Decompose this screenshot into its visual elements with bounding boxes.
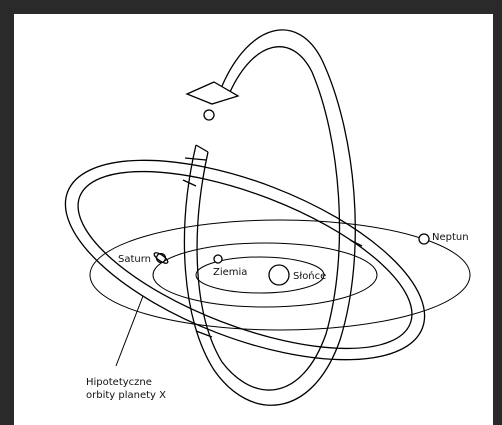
earth-symbol: [214, 255, 222, 263]
neptune-symbol: [419, 234, 429, 244]
tilted-orbit-band: [40, 119, 451, 401]
vertical-orbit-cap: [196, 145, 208, 152]
sun-symbol: [269, 265, 289, 285]
planet-x-symbol: [204, 110, 214, 120]
saturn-label: Saturn: [118, 254, 151, 265]
saturn-orbit: [153, 243, 377, 307]
neptune-label: Neptun: [432, 232, 469, 243]
tilted-orbit-inner: [56, 135, 434, 385]
orbit-caption-line2: orbity planety X: [86, 390, 166, 401]
orbit-arrowhead: [187, 82, 238, 104]
tilted-orbit-outer: [40, 119, 451, 401]
saturn-symbol: [153, 251, 170, 265]
caption-leader-line: [116, 296, 143, 366]
earth-label: Ziemia: [213, 267, 247, 278]
sun-label: Słońce: [293, 270, 326, 282]
diagram-canvas: Saturn Ziemia Słońce Neptun Hipotetyczne…: [14, 14, 493, 425]
orbit-caption-line1: Hipotetyczne: [86, 377, 152, 388]
